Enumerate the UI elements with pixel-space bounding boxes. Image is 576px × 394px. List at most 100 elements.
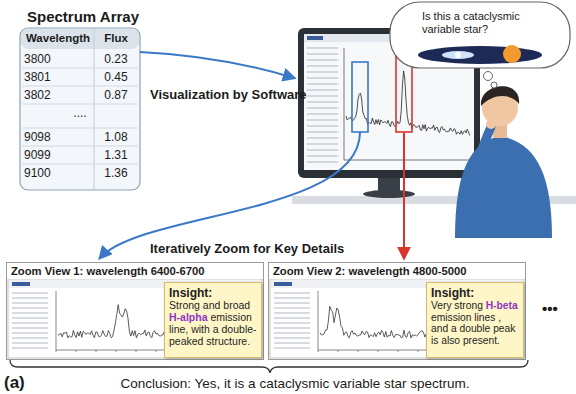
person bbox=[486, 119, 496, 129]
sidebar-row bbox=[274, 322, 310, 324]
sidebar-row bbox=[12, 337, 48, 339]
spectrum-line bbox=[346, 71, 470, 136]
thought-text: Is this a cataclysmic variable star? bbox=[388, 0, 572, 36]
flow-arrows bbox=[100, 132, 360, 258]
insight-note: Insight:Strong and broad H-alpha emissio… bbox=[164, 282, 262, 358]
axis-tick bbox=[398, 350, 399, 352]
spectrum-table bbox=[20, 28, 140, 190]
table-header: Wavelength bbox=[24, 31, 92, 46]
sidebar-row bbox=[12, 347, 48, 349]
table-cell: 3800 bbox=[24, 52, 92, 67]
flow-arrows bbox=[140, 52, 294, 78]
screen-row bbox=[307, 143, 338, 145]
axis-tick bbox=[418, 350, 419, 352]
screen-row bbox=[307, 119, 338, 121]
table-rule bbox=[22, 164, 138, 165]
spectrum-table bbox=[94, 29, 95, 189]
sidebar-row bbox=[274, 297, 310, 299]
table-rule bbox=[22, 146, 138, 147]
companion-star bbox=[503, 45, 521, 63]
sidebar-row bbox=[274, 302, 310, 304]
screen-row bbox=[307, 125, 338, 127]
screen-row bbox=[307, 131, 338, 133]
axis-tick bbox=[76, 350, 77, 352]
table-cell: 3802 bbox=[24, 88, 92, 103]
screen-row bbox=[307, 155, 338, 157]
sidebar-row bbox=[12, 302, 48, 304]
axis-tick bbox=[96, 350, 97, 352]
axis-tick bbox=[116, 350, 117, 352]
sidebar-row bbox=[274, 327, 310, 329]
sidebar-row bbox=[274, 342, 310, 344]
white-dwarf bbox=[455, 52, 461, 58]
line-name: H-beta bbox=[486, 300, 518, 311]
screen-row bbox=[307, 113, 338, 115]
software-screenshot bbox=[8, 279, 524, 358]
table-cell: 0.45 bbox=[96, 70, 136, 85]
table-rule bbox=[22, 128, 138, 129]
screen-row bbox=[307, 161, 338, 163]
conclusion-caption: Conclusion: Yes, it is a cataclysmic var… bbox=[60, 376, 530, 392]
insight-body: Strong and broad H-alpha emission line, … bbox=[169, 300, 257, 348]
table-rule bbox=[22, 86, 138, 87]
computer-monitor bbox=[352, 62, 368, 132]
sidebar-row bbox=[274, 312, 310, 314]
table-cell: 9099 bbox=[24, 148, 92, 163]
insight-heading: Insight: bbox=[169, 286, 257, 300]
axis-tick bbox=[56, 350, 57, 352]
flow-arrows bbox=[403, 133, 405, 258]
insight-text: Strong and broad bbox=[169, 299, 250, 311]
computer-monitor bbox=[298, 28, 480, 198]
table-rule bbox=[22, 104, 138, 105]
axis-tick bbox=[318, 350, 319, 352]
flow-arrows bbox=[100, 52, 404, 258]
screen-row bbox=[307, 101, 338, 103]
table-cell: 9100 bbox=[24, 166, 92, 181]
axis-tick bbox=[338, 350, 339, 352]
axis-tick bbox=[156, 350, 157, 352]
screen-row bbox=[307, 137, 338, 139]
screen-row bbox=[307, 149, 338, 151]
screen-row bbox=[307, 59, 338, 61]
thought-bubble: Is this a cataclysmic variable star? bbox=[388, 0, 572, 70]
table-cell: 0.87 bbox=[96, 88, 136, 103]
spectrum-array-panel: Spectrum Array bbox=[20, 8, 140, 28]
computer-monitor bbox=[307, 36, 323, 40]
bracket bbox=[10, 360, 528, 373]
zoom-view-panel: Zoom View 2: wavelength 4800-5000Insight… bbox=[268, 262, 526, 360]
person bbox=[481, 86, 519, 106]
zoom-view-panel: Zoom View 1: wavelength 6400-6700Insight… bbox=[6, 262, 264, 360]
table-cell: 9098 bbox=[24, 130, 92, 145]
sidebar-row bbox=[274, 332, 310, 334]
table-header: Flux bbox=[96, 31, 136, 46]
insight-heading: Insight: bbox=[431, 286, 519, 300]
screen-row bbox=[307, 53, 338, 55]
screen-row bbox=[307, 83, 338, 85]
computer-monitor bbox=[363, 190, 415, 198]
axis-tick bbox=[136, 350, 137, 352]
table-cell: 1.31 bbox=[96, 148, 136, 163]
screen-row bbox=[307, 71, 338, 73]
person bbox=[484, 72, 493, 81]
table-cell: 0.23 bbox=[96, 52, 136, 67]
plot-axis bbox=[344, 160, 471, 161]
plot-axis bbox=[56, 291, 57, 350]
screen-row bbox=[307, 95, 338, 97]
view-title: Zoom View 1: wavelength 6400-6700 bbox=[7, 263, 263, 279]
insight-text: Very strong bbox=[431, 300, 483, 311]
arrow-label: Visualization by Software bbox=[150, 86, 300, 104]
sidebar-row bbox=[12, 317, 48, 319]
table-cell: 1.36 bbox=[96, 166, 136, 181]
screen-row bbox=[307, 89, 338, 91]
table-cell: .... bbox=[20, 106, 140, 121]
sidebar-row bbox=[12, 332, 48, 334]
plot-axis bbox=[318, 291, 319, 350]
table-rule bbox=[22, 68, 138, 69]
bracket bbox=[10, 360, 528, 373]
sidebar-row bbox=[12, 327, 48, 329]
line-name: H-alpha bbox=[169, 311, 208, 323]
panel-letter: (a) bbox=[4, 373, 34, 393]
computer-monitor bbox=[304, 34, 474, 170]
person bbox=[455, 136, 552, 238]
